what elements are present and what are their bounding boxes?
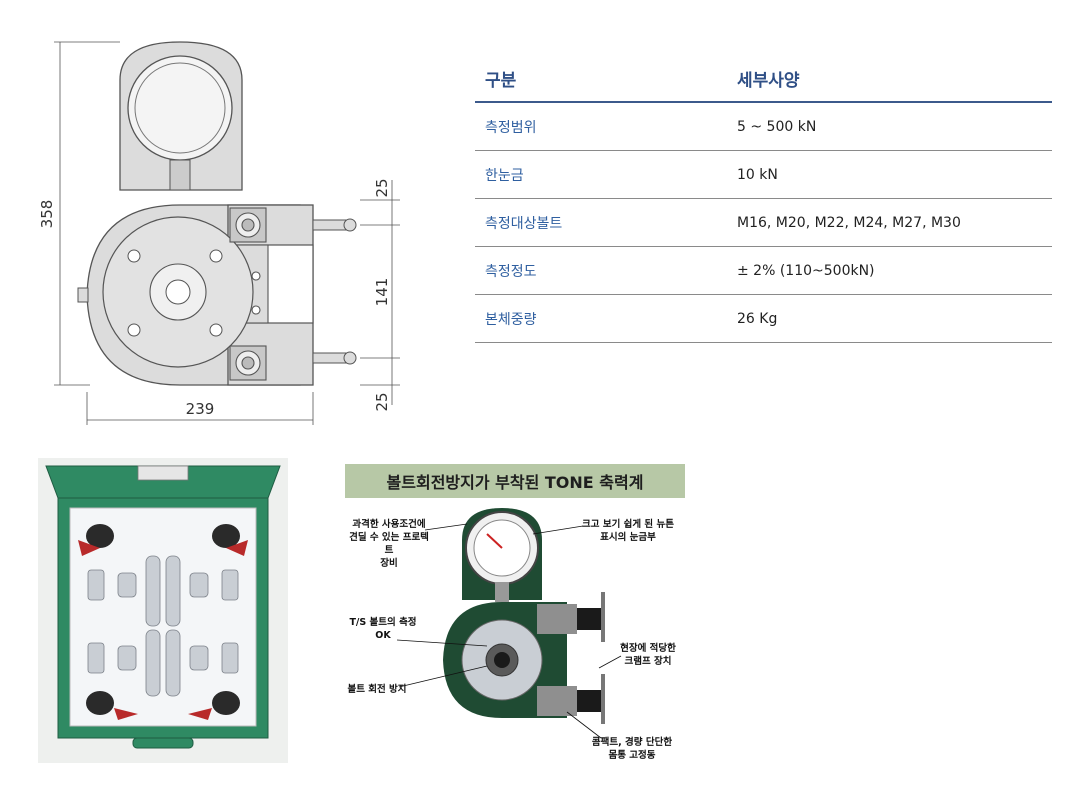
spec-value: 26 Kg — [737, 310, 778, 327]
spec-value: ± 2% (110~500kN) — [737, 262, 875, 279]
dim-bottom-label: 25 — [373, 392, 391, 411]
spec-label: 측정범위 — [485, 119, 537, 136]
label-ts-bolt: T/S 볼트의 측정 OK — [343, 616, 423, 642]
label-clamp: 현장에 적당한 크램프 장치 — [613, 642, 683, 668]
dim-height-label: 358 — [38, 200, 56, 229]
spec-label: 측정대상볼트 — [485, 215, 563, 232]
label-scale: 크고 보기 쉽게 된 뉴튼 표시의 눈금부 — [569, 518, 687, 544]
spec-table-header: 구분 세부사양 — [475, 55, 1052, 103]
label-compact-line: 콤팩트, 경량 단단한 — [591, 737, 673, 748]
callout-diagram: 볼트회전방지가 부착된 TONE 축력계 과격한 사용조건에 견딜 — [337, 460, 689, 770]
spec-value: 10 kN — [737, 166, 778, 183]
label-clamp-line: 현장에 적당한 — [620, 643, 676, 654]
label-scale-line: 표시의 눈금부 — [600, 532, 656, 543]
spec-header-category: 구분 — [485, 70, 517, 91]
table-row: 측정대상볼트 M16, M20, M22, M24, M27, M30 — [475, 199, 1052, 247]
dim-top-label: 25 — [373, 178, 391, 197]
spec-value: 5 ~ 500 kN — [737, 118, 817, 135]
callout-title: 볼트회전방지가 부착된 TONE 축력계 — [345, 464, 685, 498]
label-protector-line: 장비 — [380, 558, 398, 569]
label-protector-line: 견딜 수 있는 프로텍트 — [349, 532, 429, 556]
label-clamp-line: 크램프 장치 — [624, 656, 672, 667]
table-row: 측정정도 ± 2% (110~500kN) — [475, 247, 1052, 295]
label-rotation-prevention: 볼트 회전 방지 — [347, 684, 407, 695]
dim-mid-label: 141 — [373, 278, 391, 307]
tone-axial-gauge-illustration — [396, 508, 622, 739]
table-row: 측정범위 5 ~ 500 kN — [475, 103, 1052, 151]
table-row: 본체중량 26 Kg — [475, 295, 1052, 343]
dim-width-label: 239 — [186, 400, 215, 418]
table-row: 한눈금 10 kN — [475, 151, 1052, 199]
spec-value: M16, M20, M22, M24, M27, M30 — [737, 214, 961, 231]
label-compact: 콤팩트, 경량 단단한 몸통 고정동 — [577, 736, 687, 762]
label-compact-line: 몸통 고정동 — [608, 750, 656, 761]
label-ts-bolt-line: OK — [375, 630, 391, 641]
case-photo — [38, 458, 288, 763]
label-ts-bolt-line: T/S 볼트의 측정 — [349, 617, 417, 628]
spec-header-detail: 세부사양 — [737, 70, 800, 91]
spec-table: 구분 세부사양 측정범위 5 ~ 500 kN 한눈금 10 kN 측정대상볼트… — [475, 55, 1052, 343]
label-protector-line: 과격한 사용조건에 — [352, 519, 426, 530]
spec-label: 본체중량 — [485, 311, 537, 328]
technical-drawing: 358 239 25 141 25 — [38, 41, 400, 425]
label-scale-line: 크고 보기 쉽게 된 뉴튼 — [582, 519, 674, 530]
gauge-dial-outline — [127, 55, 233, 161]
label-protector: 과격한 사용조건에 견딜 수 있는 프로텍트 장비 — [347, 518, 431, 570]
spec-label: 측정정도 — [485, 263, 537, 280]
spec-label: 한눈금 — [485, 167, 524, 184]
